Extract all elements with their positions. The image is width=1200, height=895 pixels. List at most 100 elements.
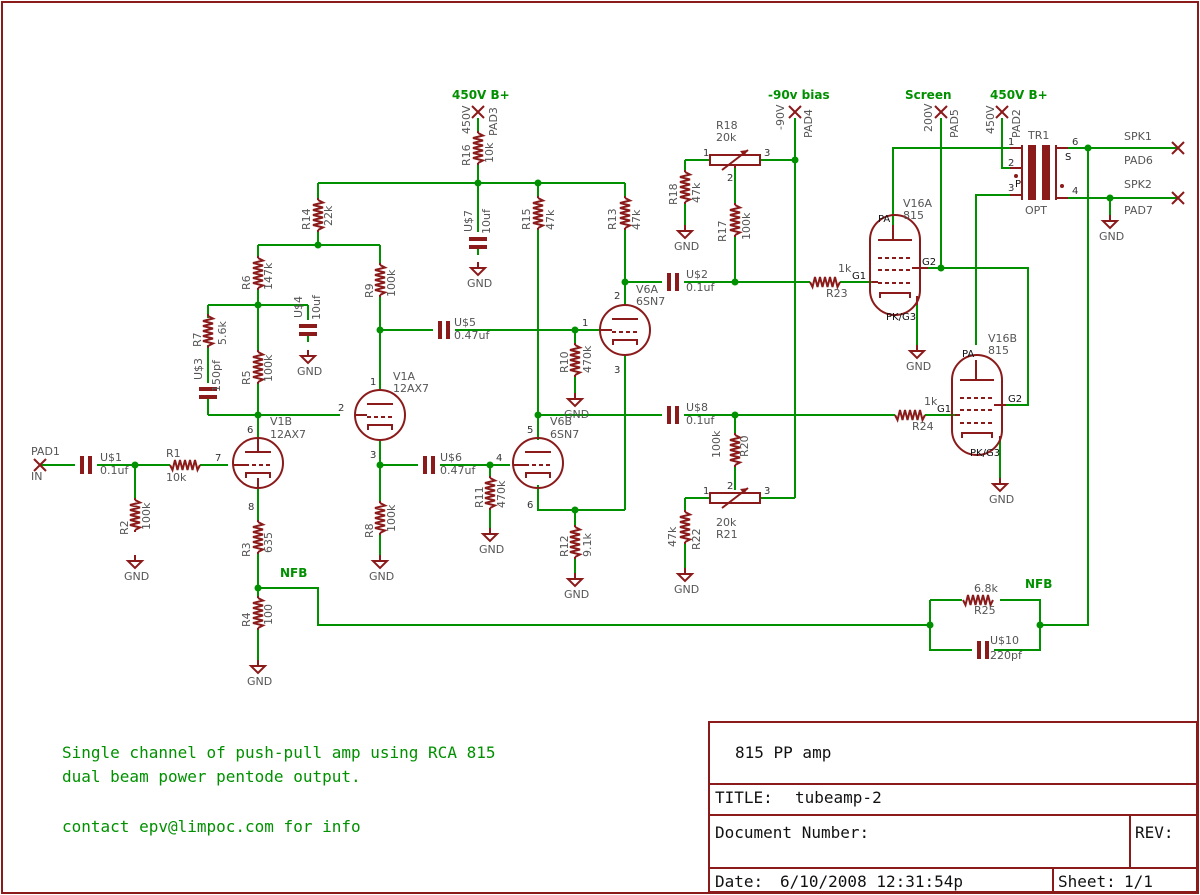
resistor-r4-name: R4 xyxy=(240,612,253,627)
svg-text:7: 7 xyxy=(215,453,221,464)
ground-label: GND xyxy=(247,675,272,688)
resistor-r20-value: 100k xyxy=(710,430,723,458)
junctions xyxy=(131,144,1114,629)
pad-4[interactable]: -90V PAD4 xyxy=(774,104,815,138)
ground-label: GND xyxy=(674,240,699,253)
capacitor-u3-name: U$3 xyxy=(192,358,205,380)
net-label-b-plus-right: 450V B+ xyxy=(990,88,1048,102)
tube-v16b-g1: G1 xyxy=(937,404,951,415)
resistor-r17-value: 100k xyxy=(740,212,753,240)
resistor-r12-value: 9.1k xyxy=(581,533,594,557)
svg-text:1: 1 xyxy=(370,377,376,388)
ground-label: GND xyxy=(906,360,931,373)
pad-5[interactable]: 200V PAD5 xyxy=(922,103,961,138)
resistor-r8-name: R8 xyxy=(363,523,376,538)
pad-3-name: PAD3 xyxy=(487,107,500,136)
capacitor-u5[interactable]: U$50.47uf xyxy=(438,316,490,342)
resistor-r1-value: 10k xyxy=(166,471,187,484)
capacitor-u6[interactable]: U$60.47uf xyxy=(423,451,476,477)
svg-text:6: 6 xyxy=(247,425,253,436)
capacitor-u1[interactable]: U$10.1uf xyxy=(80,451,129,477)
ground-symbol: GND xyxy=(247,660,272,688)
svg-text:4: 4 xyxy=(1072,186,1078,197)
resistor-r11-name: R11 xyxy=(473,486,486,508)
net-label-nfb-right: NFB xyxy=(1025,577,1052,591)
svg-text:1: 1 xyxy=(703,486,709,497)
resistor-r2-name: R2 xyxy=(118,520,131,535)
tube-v16b[interactable]: PA G1 G2 PK/G3 V16B 815 xyxy=(937,332,1022,459)
pad-5-name: PAD5 xyxy=(948,109,961,138)
tube-v6a[interactable]: 213 V6A 6SN7 xyxy=(582,283,665,376)
note-contact: contact epv@limpoc.com for info xyxy=(62,817,361,836)
capacitor-u8[interactable]: U$80.1uf xyxy=(667,401,715,427)
tube-v16a[interactable]: PA G1 G2 PK/G3 V16A 815 xyxy=(852,197,936,323)
ground-label: GND xyxy=(989,493,1014,506)
capacitor-u4-name: U$4 xyxy=(292,296,305,318)
ground-symbol: GND xyxy=(674,568,699,596)
ground-symbol: GND xyxy=(467,262,492,290)
ground-symbol: GND xyxy=(297,350,322,378)
title-block-date: 6/10/2008 12:31:54p xyxy=(780,872,963,891)
tube-v6b[interactable]: 546 V6B 6SN7 xyxy=(496,415,579,511)
resistor-r3-value: 635 xyxy=(262,532,275,553)
tube-v6b-name: V6B xyxy=(550,415,572,428)
resistor-r15-name: R15 xyxy=(520,208,533,230)
tube-v16a-pk: PK/G3 xyxy=(886,312,916,323)
pad-6[interactable]: SPK1 PAD6 xyxy=(1124,130,1185,167)
pad-7[interactable]: SPK2 PAD7 xyxy=(1124,178,1185,217)
resistor-r22-name: R22 xyxy=(690,528,703,550)
ground-label: GND xyxy=(369,570,394,583)
tube-v1b[interactable]: 678 V1B 12AX7 xyxy=(215,415,306,513)
tube-v16a-type: 815 xyxy=(903,209,924,222)
pad-2[interactable]: 450V PAD2 xyxy=(984,105,1023,138)
title-block-title: tubeamp-2 xyxy=(795,788,882,807)
svg-text:6: 6 xyxy=(527,500,533,511)
ground-symbol: GND xyxy=(906,345,931,373)
capacitor-u8-name: U$8 xyxy=(686,401,708,414)
svg-text:1: 1 xyxy=(703,148,709,159)
resistor-r13-name: R13 xyxy=(606,208,619,230)
pad-3[interactable]: 450V PAD3 xyxy=(460,105,500,136)
pad-2-value: 450V xyxy=(984,105,997,134)
transformer-tr1[interactable]: 123 64 P S TR1 OPT xyxy=(1008,129,1078,217)
tube-v6a-name: V6A xyxy=(636,283,659,296)
tube-v1a[interactable]: 123 V1A 12AX7 xyxy=(338,370,429,461)
capacitor-u1-name: U$1 xyxy=(100,451,122,464)
pad-6-name: PAD6 xyxy=(1124,154,1153,167)
pad-1[interactable]: PAD1 IN xyxy=(31,445,60,483)
resistor-r6-name: R6 xyxy=(240,275,253,290)
capacitor-u2[interactable]: U$20.1uf xyxy=(667,268,715,294)
svg-text:5: 5 xyxy=(527,425,533,436)
